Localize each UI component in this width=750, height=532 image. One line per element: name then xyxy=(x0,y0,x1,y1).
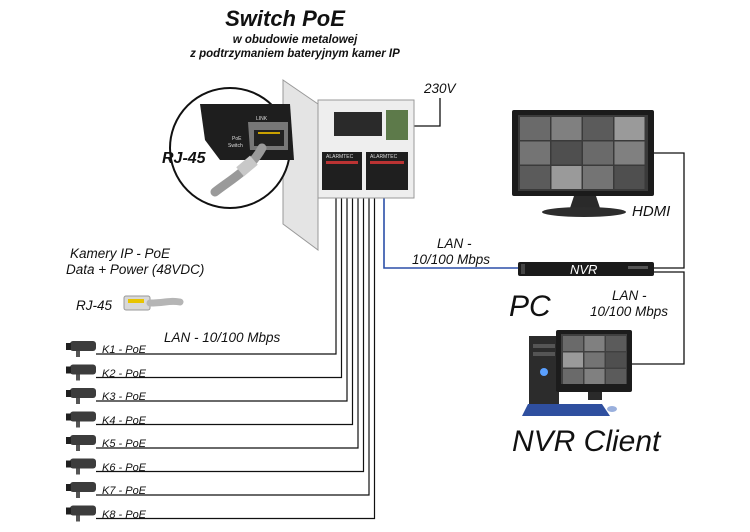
camera-cables xyxy=(96,198,376,520)
hdmi-cable xyxy=(652,152,685,269)
subtitle-line-2: z podtrzymaniem bateryjnym kamer IP xyxy=(190,48,400,60)
pcb-board xyxy=(386,110,408,140)
cctv-mosaic xyxy=(563,336,626,384)
hdmi-label: HDMI xyxy=(632,203,671,220)
lan-client-label-2: 10/100 Mbps xyxy=(590,304,669,319)
page-title: Switch PoE xyxy=(225,6,345,31)
pc-workstation xyxy=(522,330,632,416)
camera-label: K6 - PoE xyxy=(102,461,147,474)
rj45-cable-zoom xyxy=(210,143,267,197)
nvr-label: NVR xyxy=(570,262,598,277)
camera-cable xyxy=(96,198,359,449)
camera-label: K8 - PoE xyxy=(102,508,147,521)
monitor-stand xyxy=(570,196,600,208)
camera-icons xyxy=(66,341,96,522)
battery-label-right: ALARMTEC xyxy=(370,154,398,160)
monitor-base xyxy=(542,207,626,217)
lan-nvr-cable xyxy=(383,198,518,269)
battery-left xyxy=(322,152,362,190)
ip-camera-icon xyxy=(66,505,96,522)
keyboard xyxy=(522,404,610,416)
cctv-mosaic xyxy=(520,117,645,189)
lan-nvr-label-2: 10/100 Mbps xyxy=(412,252,491,267)
rj45-top-label: RJ-45 xyxy=(162,150,206,167)
nvr-recorder xyxy=(518,262,654,276)
camera-label: K5 - PoE xyxy=(102,438,147,450)
ip-camera-icon xyxy=(66,458,96,475)
camera-label: K1 - PoE xyxy=(102,344,147,356)
camera-label: K7 - PoE xyxy=(102,485,147,497)
lan-client-cable xyxy=(630,271,685,365)
mouse xyxy=(607,406,617,412)
cameras-caption-1: Kamery IP - PoE xyxy=(70,246,171,261)
switch-link-label: LINK xyxy=(256,116,268,122)
switch-switch-label: Switch xyxy=(228,143,243,149)
ip-camera-icon xyxy=(66,411,96,428)
ip-camera-icon xyxy=(66,388,96,404)
psu-module xyxy=(334,112,382,136)
switch-poe-label: PoE xyxy=(232,136,242,142)
rj45-zoom-circle: LINK PoE Switch xyxy=(169,87,294,209)
battery-label-left: ALARMTEC xyxy=(326,154,354,160)
lan-client-label-1: LAN - xyxy=(612,288,647,303)
subtitle-line-1: w obudowie metalowej xyxy=(232,34,358,46)
power-cable xyxy=(411,98,441,127)
rj45-bottom-label: RJ-45 xyxy=(76,298,113,313)
camera-cable xyxy=(96,198,376,520)
camera-label: K2 - PoE xyxy=(102,367,147,380)
camera-cable xyxy=(96,198,348,402)
camera-cable xyxy=(96,198,354,426)
camera-cable xyxy=(96,198,343,379)
pc-label: PC xyxy=(509,290,551,323)
nvr-client-label: NVR Client xyxy=(512,425,661,458)
monitor xyxy=(512,110,654,217)
poe-switch-cabinet: ALARMTEC ALARMTEC xyxy=(282,79,415,251)
camera-cable xyxy=(96,198,365,473)
camera-label: K4 - PoE xyxy=(102,414,147,427)
camera-cable xyxy=(96,198,370,496)
lan-nvr-label-1: LAN - xyxy=(437,236,472,251)
rj45-plug-icon xyxy=(123,295,184,311)
lan-cameras-label: LAN - 10/100 Mbps xyxy=(164,330,281,345)
ip-camera-icon xyxy=(66,435,96,451)
ip-camera-icon xyxy=(66,341,96,357)
battery-right xyxy=(366,152,408,190)
camera-cable xyxy=(96,198,337,355)
camera-label: K3 - PoE xyxy=(102,391,147,403)
power-label: 230V xyxy=(424,81,456,96)
ip-camera-icon xyxy=(66,482,96,498)
ip-camera-icon xyxy=(66,364,96,381)
cameras-caption-2: Data + Power (48VDC) xyxy=(66,262,205,277)
